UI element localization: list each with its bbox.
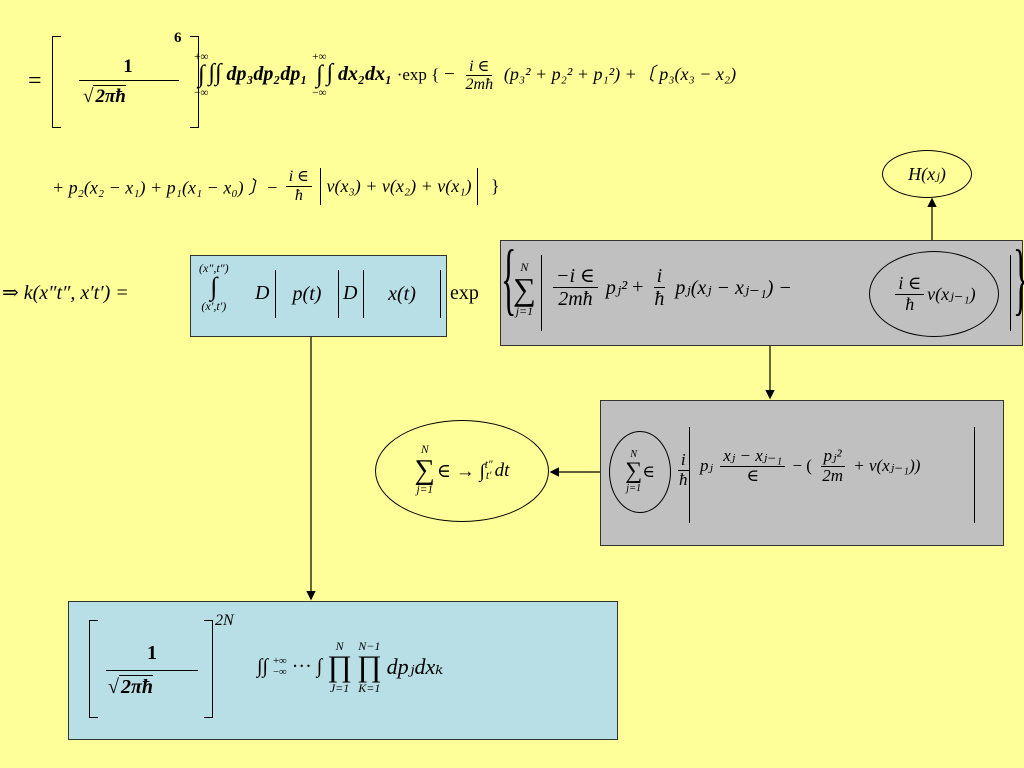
continuum-limit-ellipse: N∑j=1 ∈ → ∫ t″t′ dt <box>375 420 549 522</box>
measure-box: 1 √2πħ 2N ∫∫ +∞−∞ ··· ∫ N∏J=1 N−1∏K=1 dp… <box>68 601 618 740</box>
momentum-integrals: +∞∫−∞∫∫ dp₃dp₂dp₁ +∞∫−∞∫ dx₂dx₁ ·exp { −… <box>194 51 737 100</box>
measure-integrals: ∫∫ +∞−∞ ··· ∫ N∏J=1 N−1∏K=1 dpⱼdxₖ <box>257 639 444 695</box>
measure-power: 2N <box>215 612 234 629</box>
equals-sign: = <box>28 68 42 94</box>
exp-label: exp <box>450 282 479 304</box>
prefactor-bracket: 1 √2πħ <box>52 36 199 128</box>
kernel-lhs: ⇒ k(x″t″, x′t′) = <box>2 282 129 304</box>
prefactor-denominator: √2πħ <box>83 85 126 107</box>
potential-bracket: v(x₃) + v(x₂) + v(x₁) <box>319 168 479 205</box>
equation-line-1: = 1 √2πħ 6 +∞∫−∞∫∫ dp₃dp₂dp₁ +∞∫−∞∫ dx₂d… <box>28 30 1008 130</box>
path-integral-box: (x″,t″)∫(x′,t′) D p(t) D x(t) <box>190 255 447 337</box>
equation-line-2: + p₂(x₂ − x₁) + p₁(x₁ − x₀) 〕− i ∈ħ v(x₃… <box>52 168 500 205</box>
hamiltonian-ellipse: H(xⱼ) <box>882 150 972 198</box>
p-bracket: p(t) <box>275 270 339 318</box>
hamiltonian-label: H(xⱼ) <box>908 163 946 184</box>
x-bracket: x(t) <box>363 270 441 318</box>
action-sum-box: { } N∑j=1 −i ∈2mħ pⱼ² + iħ pⱼ(xⱼ − xⱼ₋₁)… <box>500 239 1024 346</box>
prefactor-numerator: 1 <box>123 56 133 77</box>
measure-bracket: 1 √2πħ <box>89 620 213 718</box>
epsilon-sum-ellipse: N∑j=1 ∈ <box>609 431 671 513</box>
power-six: 6 <box>174 30 182 46</box>
potential-ellipse: i ∈ħ v(xⱼ₋₁) <box>869 251 999 337</box>
